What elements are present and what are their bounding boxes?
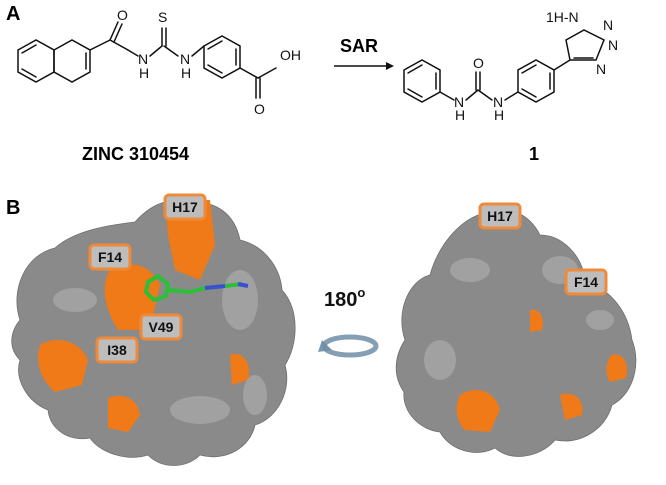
zinc-310454-structure: O N H S N H OH O <box>17 7 301 117</box>
protein-surface-right <box>395 209 637 457</box>
atom-tetrazole-n3: N <box>608 37 618 53</box>
atom-h-a: H <box>455 107 465 123</box>
atom-h-1: H <box>139 65 149 81</box>
svg-text:H17: H17 <box>172 199 198 215</box>
svg-text:H17: H17 <box>487 208 513 224</box>
rotation-arrow-icon <box>321 334 379 358</box>
residue-label-i38-left: I38 <box>95 336 139 364</box>
compound-left-name: ZINC 310454 <box>82 144 189 164</box>
atom-oh: OH <box>280 47 301 63</box>
atom-o-carbonyl: O <box>117 7 128 23</box>
compound-1-structure: N H O N H 1H-N N N N <box>403 9 618 123</box>
atom-h-b: H <box>494 107 504 123</box>
atom-n-1: N <box>138 51 148 67</box>
atom-n-2: N <box>180 51 190 67</box>
rotation-degrees: 180o <box>324 285 365 311</box>
atom-tetrazole-n4: N <box>596 61 606 77</box>
residue-label-v49-left: V49 <box>139 313 183 341</box>
svg-text:F14: F14 <box>98 249 122 265</box>
benzoic-ring <box>203 35 241 79</box>
bound-ligand <box>143 273 249 303</box>
phenyl-ring <box>403 59 441 103</box>
residue-label-h17-right: H17 <box>478 202 522 230</box>
svg-text:I38: I38 <box>107 342 127 358</box>
naphthalene-ring-1 <box>17 39 55 83</box>
atom-o-acid: O <box>254 101 265 117</box>
sar-arrow: SAR <box>334 36 394 70</box>
atom-tetrazole-n2: N <box>603 17 613 33</box>
panel-b-label: B <box>6 197 20 219</box>
residue-label-f14-right: F14 <box>564 268 608 296</box>
compound-right-name: 1 <box>529 144 539 164</box>
rotation-indicator: 180o <box>318 285 379 358</box>
svg-text:V49: V49 <box>149 319 174 335</box>
tetrazole-ring <box>565 29 605 61</box>
residue-label-f14-left: F14 <box>88 243 132 271</box>
atom-n-a: N <box>454 94 464 110</box>
atom-n-b: N <box>493 94 503 110</box>
residue-label-h17-left: H17 <box>163 193 207 221</box>
para-phenyl-ring <box>517 59 555 103</box>
naphthalene-ring-2 <box>53 39 91 83</box>
atom-tetrazole-nh: 1H-N <box>546 9 579 25</box>
atom-h-2: H <box>181 65 191 81</box>
atom-s: S <box>158 9 167 25</box>
sar-label: SAR <box>340 36 378 56</box>
svg-text:F14: F14 <box>574 274 598 290</box>
atom-o-urea: O <box>473 55 484 71</box>
panel-a-label: A <box>6 3 20 25</box>
